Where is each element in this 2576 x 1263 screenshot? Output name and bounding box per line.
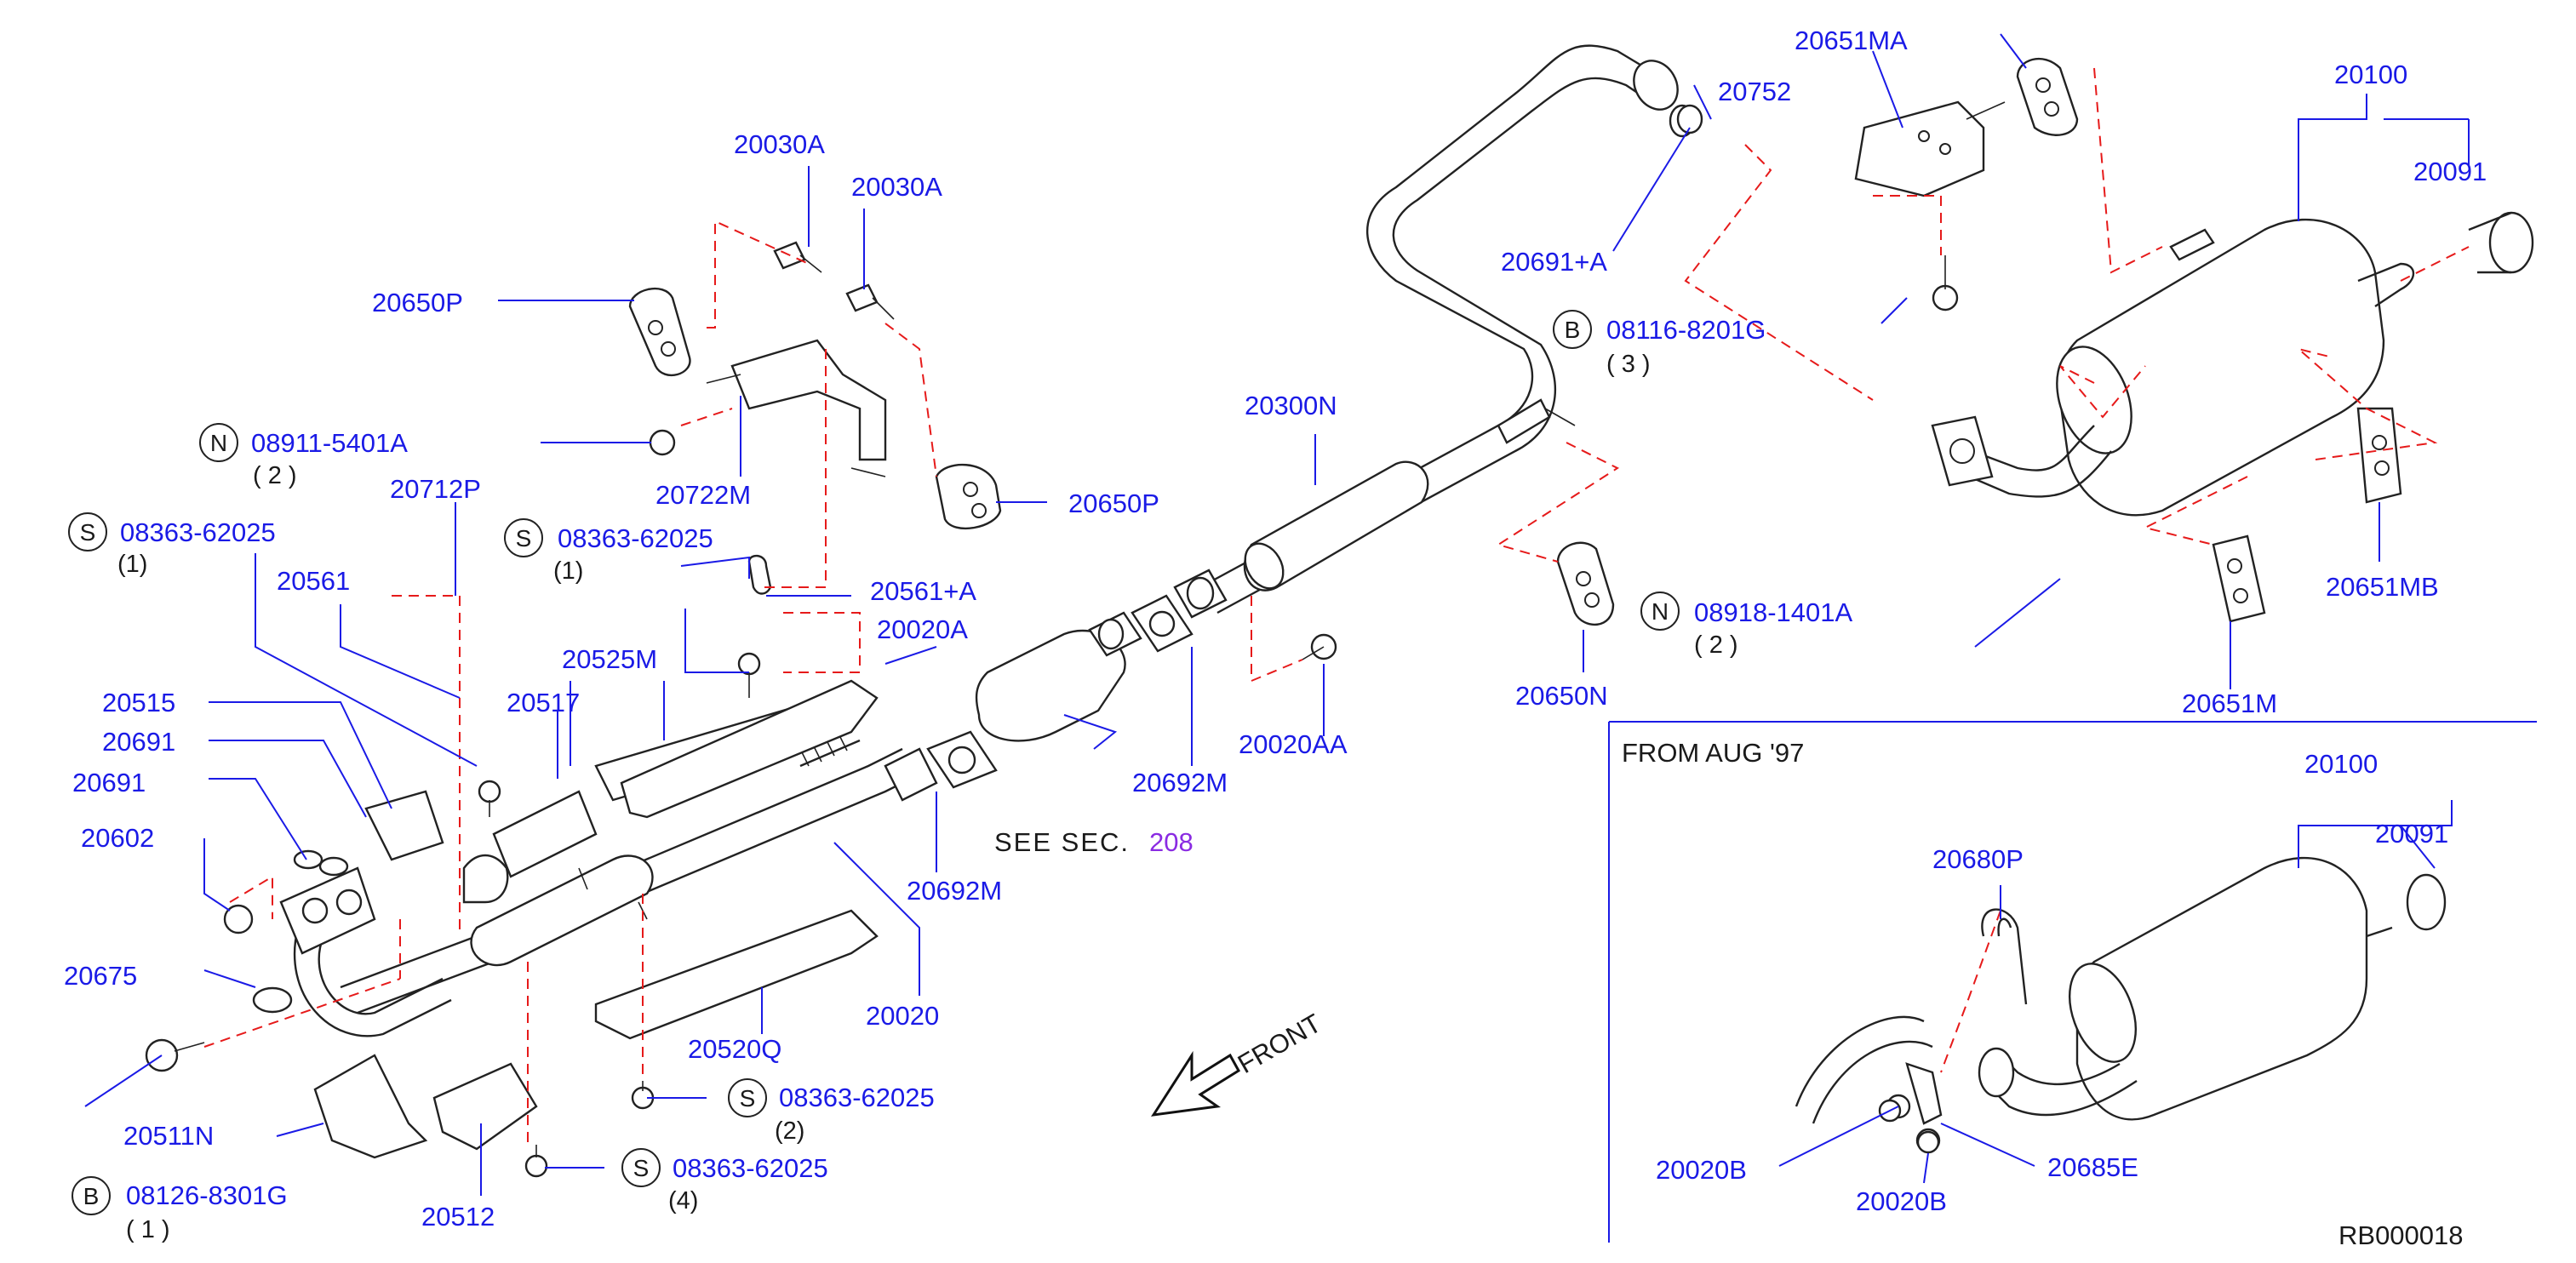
front-tube-20020 (279, 747, 938, 1037)
badge-letter-08363-2: S (516, 525, 532, 551)
part-labels: 20030A 20030A 20650P 20722M 20650P 08911… (64, 26, 2487, 1243)
qty-08363-2: (1) (553, 557, 583, 585)
badge-letter-08126: B (83, 1183, 100, 1209)
bracket-20651MA (1854, 100, 2006, 197)
label-20602: 20602 (81, 823, 154, 853)
label-20300N: 20300N (1245, 391, 1337, 420)
label-20722M: 20722M (655, 480, 751, 510)
circle-badge-08363-3 (728, 1078, 767, 1117)
circled-letter-badges: N S S B S S B N (68, 310, 1680, 1215)
front-direction-label: FRONT (1233, 1008, 1326, 1079)
heat-shields (313, 679, 879, 1159)
see-section-text: SEE SEC. (994, 827, 1130, 857)
label-20691-plus-a: 20691+A (1501, 247, 1607, 277)
badge-letter-08363-4: S (633, 1155, 650, 1181)
label-20712P: 20712P (390, 474, 481, 504)
qty-08363-3: (2) (775, 1117, 804, 1145)
qty-08363-4: (4) (668, 1187, 698, 1214)
label-20030A-1: 20030A (734, 129, 825, 159)
label-20680P: 20680P (1932, 844, 2024, 874)
label-20675: 20675 (64, 961, 137, 991)
catalytic-converter (926, 594, 1194, 789)
label-20020A: 20020A (877, 614, 968, 644)
label-08363-62025-1: 08363-62025 (120, 517, 276, 547)
circle-badge-08363-2 (504, 518, 543, 557)
label-20561-plus-a: 20561+A (870, 576, 976, 606)
label-20020B-2: 20020B (1856, 1186, 1947, 1216)
badge-letter-08363-1: S (80, 519, 96, 546)
circle-badge-08116 (1553, 310, 1592, 349)
qty-08911: ( 2 ) (253, 462, 297, 489)
label-20520Q: 20520Q (688, 1034, 781, 1064)
label-20651M: 20651M (2182, 689, 2277, 718)
label-20030A-2: 20030A (851, 172, 942, 202)
label-20515: 20515 (102, 688, 175, 717)
insulators (628, 58, 2402, 626)
label-20512: 20512 (421, 1202, 495, 1232)
label-08918-1401A: 08918-1401A (1694, 597, 1852, 627)
label-20691-2: 20691 (72, 768, 146, 797)
bracket-20722M (706, 339, 887, 477)
label-20651MA: 20651MA (1795, 26, 1908, 55)
circle-badge-08363-1 (68, 512, 107, 551)
circle-badge-08363-4 (621, 1148, 661, 1187)
label-20020: 20020 (866, 1001, 939, 1031)
label-20091-1: 20091 (2413, 157, 2487, 186)
circle-badge-08911 (199, 423, 238, 462)
label-20517: 20517 (507, 688, 580, 717)
label-20685E: 20685E (2047, 1152, 2138, 1182)
main-muffler-upper (1931, 211, 2534, 517)
label-08363-62025-4: 08363-62025 (673, 1153, 828, 1183)
badge-letter-08918: N (1652, 598, 1669, 625)
inset-box-frame (1608, 721, 2537, 1243)
qty-08116: ( 3 ) (1606, 351, 1651, 378)
label-20525M: 20525M (562, 644, 657, 674)
fasteners (145, 104, 1959, 1178)
inset-title: FROM AUG '97 (1622, 738, 1804, 768)
label-20561: 20561 (277, 566, 350, 596)
label-20651MB: 20651MB (2326, 572, 2439, 602)
label-20650N: 20650N (1515, 681, 1608, 711)
label-08363-62025-3: 08363-62025 (779, 1083, 935, 1112)
inset-muffler (1795, 856, 2447, 1153)
badge-letter-08911: N (210, 430, 227, 456)
front-arrow-icon (1150, 1050, 1241, 1117)
label-08116-8201G: 08116-8201G (1606, 315, 1766, 345)
label-20691-1: 20691 (102, 727, 175, 757)
qty-08918: ( 2 ) (1694, 632, 1738, 659)
badge-letter-08363-3: S (740, 1085, 756, 1112)
section-208-link[interactable]: 208 (1149, 827, 1194, 857)
label-20692M-1: 20692M (907, 876, 1002, 906)
label-20020B-1: 20020B (1656, 1155, 1747, 1185)
circle-badge-08126 (72, 1176, 111, 1215)
qty-08126: ( 1 ) (126, 1216, 170, 1243)
label-20650P-2: 20650P (1068, 489, 1159, 518)
label-20511N: 20511N (123, 1121, 214, 1151)
label-20650P-1: 20650P (372, 288, 463, 317)
label-20752: 20752 (1718, 77, 1791, 106)
assembly-guide-lines (203, 67, 2470, 1145)
label-20091-2: 20091 (2375, 819, 2448, 849)
label-20692M-2: 20692M (1132, 768, 1228, 797)
leader-lines (84, 33, 2470, 1196)
qty-08363-1: (1) (117, 551, 147, 578)
label-08911-5401A: 08911-5401A (251, 428, 408, 458)
label-20020AA: 20020AA (1239, 729, 1348, 759)
label-08126-8301G: 08126-8301G (126, 1180, 288, 1210)
label-08363-62025-2: 08363-62025 (558, 523, 713, 553)
label-20100-1: 20100 (2334, 60, 2407, 89)
parts-drawing (145, 44, 2534, 1178)
circle-badge-08918 (1640, 591, 1680, 631)
label-20100-2: 20100 (2304, 749, 2378, 779)
badge-letter-08116: B (1565, 317, 1581, 343)
diagram-code: RB000018 (2338, 1220, 2464, 1250)
